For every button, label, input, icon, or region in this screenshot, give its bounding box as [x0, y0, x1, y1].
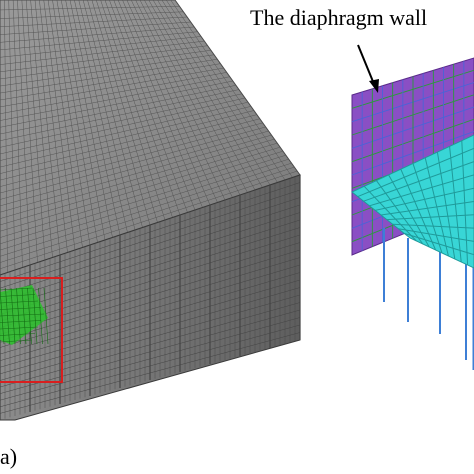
mesh-block — [0, 0, 301, 421]
mesh-line — [0, 333, 36, 336]
mesh-line — [0, 320, 42, 323]
mesh-line — [56, 0, 98, 243]
mesh-line — [0, 219, 301, 315]
mesh-line — [161, 0, 278, 183]
mesh-line — [135, 0, 233, 198]
mesh-line — [0, 324, 301, 408]
mesh-line — [65, 0, 113, 238]
base-slab-grid — [357, 140, 474, 266]
mesh-line — [21, 287, 27, 345]
slab-line — [363, 161, 474, 202]
mesh-line — [0, 249, 301, 342]
mesh-line — [0, 317, 301, 401]
mesh-line — [78, 0, 136, 231]
mesh-line — [10, 287, 16, 345]
mesh-line — [47, 0, 83, 248]
mesh-line — [144, 0, 248, 193]
mesh-line — [39, 0, 68, 253]
mesh-line — [38, 287, 43, 345]
mesh-line — [32, 287, 38, 345]
mesh-line — [157, 0, 271, 186]
mesh-line — [0, 332, 301, 414]
slab-line — [392, 223, 474, 229]
mesh-line — [104, 0, 181, 216]
mesh-line — [0, 287, 5, 345]
mesh-line — [5, 287, 10, 345]
mesh-line — [122, 0, 211, 206]
mesh-line — [113, 0, 196, 211]
mesh-line — [74, 0, 128, 233]
mesh-line — [52, 0, 91, 246]
mesh-line — [148, 0, 256, 191]
mesh-line — [0, 287, 301, 375]
mesh-line — [0, 182, 301, 282]
mesh-line — [0, 264, 301, 355]
mesh-line — [43, 0, 76, 251]
callout-arrow — [357, 44, 379, 93]
mesh-side-grid — [0, 175, 301, 420]
slab-line — [380, 201, 474, 216]
mesh-line — [17, 0, 31, 266]
mesh-line — [117, 0, 203, 208]
mesh-line — [69, 0, 121, 236]
mesh-line — [43, 287, 49, 345]
highlight-box — [0, 277, 63, 383]
mesh-line — [0, 189, 301, 289]
slab-line — [398, 228, 474, 242]
mesh-line — [8, 0, 16, 271]
mesh-line — [131, 0, 226, 201]
mesh-line — [21, 0, 38, 263]
mesh-line — [4, 0, 8, 273]
excavation-mesh-grid — [0, 287, 49, 345]
mesh-line — [0, 309, 301, 394]
mesh-line — [12, 0, 23, 268]
mesh-top-grid — [0, 0, 298, 273]
mesh-line — [166, 0, 286, 181]
mesh-line — [0, 227, 301, 322]
mesh-line — [26, 0, 46, 261]
mesh-line — [16, 287, 21, 345]
slab-line — [357, 147, 474, 198]
mesh-line — [0, 294, 301, 381]
mesh-line — [0, 234, 301, 328]
slab-line — [375, 187, 474, 211]
mesh-line — [0, 212, 301, 309]
mesh-line — [34, 0, 61, 256]
mesh-line — [152, 0, 263, 188]
slab-line — [386, 214, 474, 221]
mesh-line — [82, 0, 143, 228]
wall-model — [351, 57, 474, 370]
mesh-line — [0, 257, 301, 348]
mesh-line — [0, 326, 39, 330]
mesh-line — [0, 204, 301, 302]
mesh-line — [30, 0, 53, 258]
mesh-line — [0, 339, 33, 343]
diaphragm-wall-callout: The diaphragm wall — [250, 5, 428, 30]
mesh-line — [61, 0, 106, 241]
mesh-line — [0, 279, 301, 368]
mesh-line — [87, 0, 151, 226]
panel-a-label: a) — [0, 444, 18, 469]
piles — [383, 228, 474, 370]
mesh-line — [170, 0, 293, 178]
mesh-line — [91, 0, 158, 223]
mesh-line — [0, 302, 301, 388]
mesh-line — [27, 287, 32, 345]
mesh-line — [96, 0, 166, 221]
mesh-line — [109, 0, 188, 213]
mesh-line — [0, 242, 301, 335]
mesh-line — [139, 0, 241, 196]
mesh-line — [126, 0, 218, 203]
slab-line — [404, 232, 474, 256]
mesh-line — [0, 272, 301, 361]
slab-line — [369, 174, 474, 207]
mesh-line — [100, 0, 173, 218]
